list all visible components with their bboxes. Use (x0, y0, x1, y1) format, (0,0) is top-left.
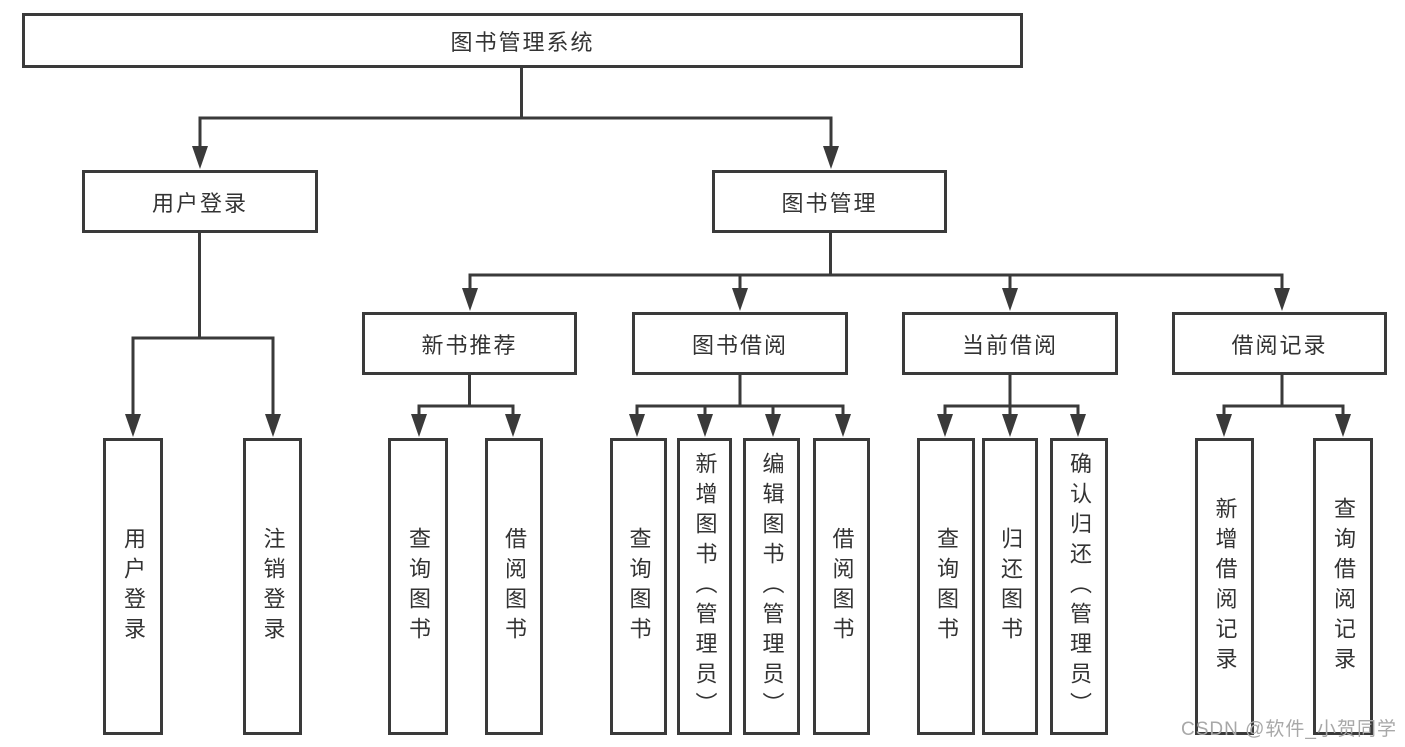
node-label: 查询图书 (934, 526, 959, 647)
node-label: 新增图书（管理员） (692, 451, 718, 722)
connector-user-subtree (131, 233, 275, 416)
csdn-watermark: CSDN @软件_小贺同学 (1181, 719, 1397, 740)
node-leaf-add-borrow-record: 新增借阅记录 (1195, 438, 1254, 735)
node-leaf-return-book: 归还图书 (982, 438, 1038, 735)
node-label: 确认归还（管理员） (1067, 451, 1092, 722)
node-leaf-edit-book-admin: 编辑图书（管理员） (743, 438, 800, 735)
node-label: 归还图书 (998, 526, 1023, 647)
node-label: 编辑图书（管理员） (759, 451, 785, 722)
node-leaf-query-book-3: 查询图书 (917, 438, 975, 735)
connector-modules-bracket (468, 233, 1284, 290)
node-current-borrow: 当前借阅 (902, 312, 1118, 375)
node-label: 注销登录 (260, 526, 286, 647)
node-label: 借阅记录 (1231, 332, 1328, 358)
node-label: 查询借阅记录 (1331, 496, 1356, 677)
node-label: 借阅图书 (502, 526, 527, 647)
connector-newbook-group (417, 404, 515, 416)
node-leaf-add-book-admin: 新增图书（管理员） (677, 438, 732, 735)
connector-borrow-group (635, 404, 845, 416)
node-leaf-query-book-1: 查询图书 (388, 438, 448, 735)
node-leaf-logout: 注销登录 (243, 438, 302, 735)
node-label: 新书推荐 (421, 332, 518, 358)
node-leaf-borrow-book-1: 借阅图书 (485, 438, 543, 735)
node-label: 新增借阅记录 (1212, 496, 1238, 677)
node-label: 用户登录 (151, 190, 248, 216)
node-leaf-borrow-book-2: 借阅图书 (813, 438, 870, 735)
node-book-borrow: 图书借阅 (632, 312, 848, 375)
node-label: 图书借阅 (691, 332, 788, 358)
node-label: 用户登录 (121, 526, 146, 647)
node-label: 借阅图书 (829, 526, 855, 647)
node-label: 查询图书 (626, 526, 652, 647)
node-leaf-confirm-return-admin: 确认归还（管理员） (1050, 438, 1108, 735)
node-borrow-record: 借阅记录 (1172, 312, 1387, 375)
node-user-login: 用户登录 (82, 170, 318, 233)
node-book-management: 图书管理 (712, 170, 947, 233)
connector-module-stems (468, 375, 1284, 406)
node-label: 查询图书 (406, 526, 431, 647)
node-leaf-query-book-2: 查询图书 (610, 438, 667, 735)
node-leaf-user-login: 用户登录 (103, 438, 163, 735)
node-root-system: 图书管理系统 (22, 13, 1023, 68)
node-label: 当前借阅 (961, 332, 1058, 358)
node-leaf-query-borrow-record: 查询借阅记录 (1313, 438, 1373, 735)
node-label: 图书管理系统 (450, 29, 595, 55)
connector-current-group (943, 404, 1080, 416)
connector-level2-bracket (198, 116, 833, 148)
node-new-book-recommend: 新书推荐 (362, 312, 577, 375)
node-label: 图书管理 (781, 190, 878, 216)
connector-record-group (1222, 404, 1345, 416)
